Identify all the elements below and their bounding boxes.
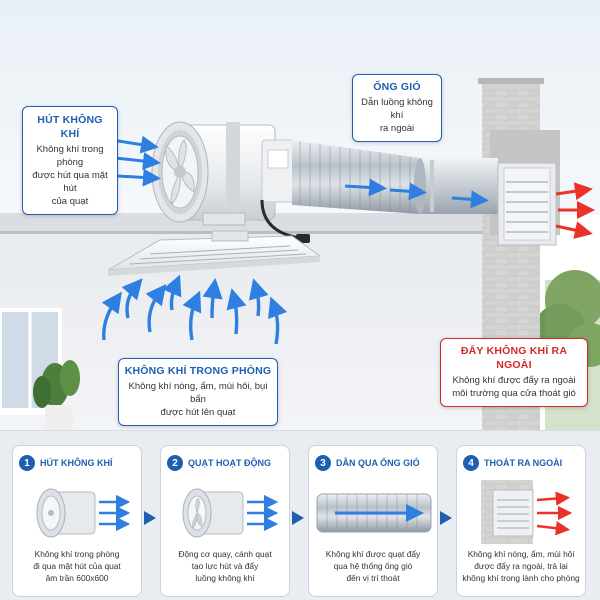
exhaust-callout: ĐẨY KHÔNG KHÍ RA NGOÀI Không khí được đẩ…	[440, 338, 588, 407]
room-air-callout-title: KHÔNG KHÍ TRONG PHÒNG	[124, 365, 272, 377]
step-3-title: DẪN QUA ỐNG GIÓ	[336, 458, 420, 468]
step-3-line: đến vị trí thoát	[346, 572, 400, 583]
room-air-callout: KHÔNG KHÍ TRONG PHÒNG Không khí nóng, ẩm…	[118, 358, 278, 426]
step-1-header: 1 HÚT KHÔNG KHÍ	[19, 454, 137, 472]
ceiling-grille	[107, 230, 322, 276]
vent-cap-icon	[463, 478, 581, 546]
duct-icon	[315, 478, 433, 546]
exhaust-callout-line: môi trường qua cửa thoát gió	[452, 388, 576, 400]
fan-icon	[167, 478, 285, 546]
duct-callout-line: Dẫn luồng không khí	[361, 97, 433, 121]
steps-strip: 1 HÚT KHÔNG KHÍ Không khí trong phòng đi…	[0, 430, 600, 600]
fan-icon	[19, 478, 137, 546]
rigid-pipe	[414, 158, 498, 214]
intake-callout-title: HÚT KHÔNG KHÍ	[37, 114, 103, 141]
step-1-line: âm trần 600x600	[45, 572, 109, 583]
arrow-right-icon	[144, 511, 156, 525]
step-2-title: QUẠT HOẠT ĐỘNG	[188, 458, 271, 468]
step-2-description: Động cơ quay, cánh quạt tạo lực hút và đ…	[165, 549, 285, 584]
step-3-header: 3 DẪN QUA ỐNG GIÓ	[315, 454, 433, 472]
step-4-description: Không khí nóng, ẩm, mùi hôi được đẩy ra …	[461, 549, 581, 584]
step-2-line: tạo lực hút và đẩy	[191, 560, 259, 571]
step-1-title: HÚT KHÔNG KHÍ	[40, 458, 113, 468]
duct-arrows	[344, 178, 489, 209]
step-3-line: Không khí được quạt đẩy	[325, 549, 421, 559]
intake-callout: HÚT KHÔNG KHÍ Không khí trong phòng được…	[22, 106, 118, 216]
room-air-callout-line: được hút lên quạt	[160, 406, 236, 418]
room-air-arrows	[101, 274, 288, 345]
step-2-header: 2 QUẠT HOẠT ĐỘNG	[167, 454, 285, 472]
intake-callout-line: Không khí trong phòng	[36, 144, 104, 169]
step-1-number: 1	[19, 455, 35, 471]
step-2-line: Động cơ quay, cánh quạt	[178, 549, 272, 559]
installation-illustration: HÚT KHÔNG KHÍ Không khí trong phòng được…	[0, 0, 600, 430]
arrow-right-icon	[440, 511, 452, 525]
step-3-number: 3	[315, 455, 331, 471]
room-air-callout-line: Không khí nóng, ẩm, mùi hôi, bụi bẩn	[128, 381, 268, 405]
step-4-line: được đẩy ra ngoài, trả lại	[474, 560, 568, 571]
inline-fan	[151, 121, 310, 243]
vent-cap	[497, 162, 557, 246]
intake-callout-line: được hút qua mặt hút	[32, 169, 108, 194]
step-3-line: qua hệ thống ống gió	[333, 560, 413, 571]
step-2-number: 2	[167, 455, 183, 471]
step-2-card: 2 QUẠT HOẠT ĐỘNG Động cơ	[160, 445, 290, 597]
step-4-line: không khí trong lành cho phòng	[462, 572, 580, 583]
step-1-description: Không khí trong phòng đi qua mặt hút của…	[17, 549, 137, 584]
step-1-line: Không khí trong phòng	[34, 549, 120, 559]
plant	[33, 360, 80, 430]
intake-callout-line: của quạt	[51, 195, 89, 207]
duct-callout-title: ỐNG GIÓ	[373, 81, 421, 93]
duct-callout: ỐNG GIÓ Dẫn luồng không khí ra ngoài	[352, 74, 442, 142]
step-4-title: THOÁT RA NGOÀI	[484, 458, 563, 468]
step-3-description: Không khí được quạt đẩy qua hệ thống ống…	[313, 549, 433, 584]
step-4-header: 4 THOÁT RA NGOÀI	[463, 454, 581, 472]
step-1-card: 1 HÚT KHÔNG KHÍ Không khí trong phòng đi…	[12, 445, 142, 597]
step-2-line: luồng không khí	[195, 572, 255, 583]
exhaust-arrows	[555, 182, 595, 239]
step-4-number: 4	[463, 455, 479, 471]
duct-callout-line: ra ngoài	[379, 122, 415, 134]
step-1-line: đi qua mặt hút của quạt	[33, 560, 121, 571]
exhaust-callout-line: Không khí được đẩy ra ngoài	[452, 375, 576, 387]
intake-arrows	[111, 135, 161, 187]
step-4-card: 4 THOÁT RA NGOÀI	[456, 445, 586, 597]
arrow-right-icon	[292, 511, 304, 525]
step-3-card: 3 DẪN QUA ỐNG GIÓ	[308, 445, 438, 597]
exhaust-callout-title: ĐẨY KHÔNG KHÍ RA NGOÀI	[460, 345, 568, 372]
step-4-line: Không khí nóng, ẩm, mùi hôi	[467, 549, 575, 559]
